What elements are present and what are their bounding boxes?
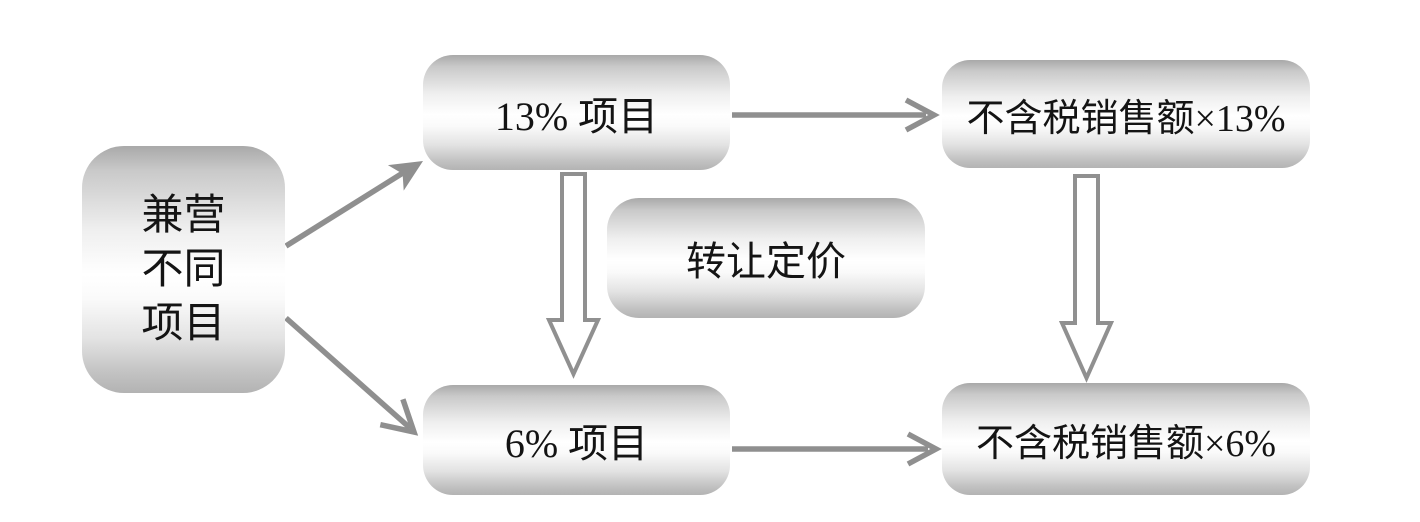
arrowhead-stealth-icon	[387, 161, 423, 191]
arrowhead-vee-icon	[906, 431, 942, 467]
node-item6: 6% 项目	[423, 385, 730, 495]
edge-source-to-item6-arrow	[284, 315, 419, 436]
arrowhead-vee-icon	[379, 398, 419, 436]
node-item6-label: 6% 项目	[504, 421, 649, 466]
node-result13: 不含税销售额×13%	[942, 60, 1310, 168]
node-item13: 13% 项目	[423, 55, 730, 170]
edge-item6-to-result6-arrow	[732, 431, 942, 467]
arrowhead-vee-icon	[904, 97, 940, 133]
node-source-line1: 兼营	[141, 192, 226, 239]
node-source-line3: 项目	[141, 300, 226, 347]
edge-result13-to-result6-block-arrow	[1058, 174, 1115, 383]
node-transfer-label: 转让定价	[686, 239, 846, 284]
node-result6: 不含税销售额×6%	[942, 383, 1310, 495]
node-source: 兼营 不同 项目	[82, 146, 285, 393]
edge-item13-to-result13-arrow	[732, 97, 940, 133]
edge-item13-to-item6-block-arrow	[545, 172, 602, 379]
node-transfer: 转让定价	[607, 198, 925, 318]
node-result6-label: 不含税销售额×6%	[975, 422, 1277, 465]
node-item13-label: 13% 项目	[494, 93, 659, 139]
node-result13-label: 不含税销售额×13%	[966, 97, 1286, 140]
node-source-line2: 不同	[141, 246, 226, 293]
edge-source-to-item13-arrow	[284, 161, 423, 249]
